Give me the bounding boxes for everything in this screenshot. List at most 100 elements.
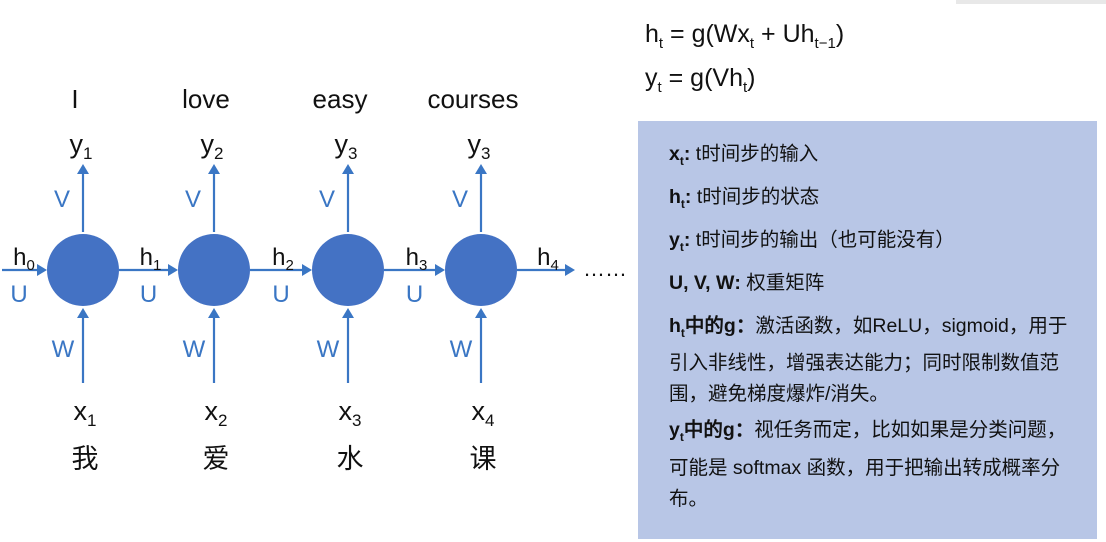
weight-w-label: W — [317, 336, 340, 363]
weight-u-label: U — [406, 281, 423, 308]
weight-u-label: U — [272, 281, 289, 308]
formula-h-mid: + Uh — [754, 20, 815, 48]
hidden-arrow-head — [435, 264, 445, 276]
hidden-state-label: h3 — [406, 244, 428, 274]
weight-w-label: W — [52, 336, 75, 363]
output-label-sub: 2 — [214, 144, 223, 163]
legend-separator: ： — [734, 419, 755, 442]
output-arrow-head — [475, 164, 487, 174]
legend-term: yt中的g： — [669, 419, 755, 444]
hidden-arrow-head — [37, 264, 47, 276]
output-arrow — [342, 164, 354, 232]
output-label: y2 — [201, 129, 224, 163]
rnn-unrolled-diagram: h0Uh1Uh2Uh3Uh4……WVIy1x1我WVlovey2x2爱WVeas… — [2, 84, 627, 474]
legend-description: t时间步的输出（也可能没有） — [695, 228, 955, 251]
input-arrow — [208, 308, 220, 383]
hidden-state-formula: ht = g(Wxt + Uht−1) — [645, 20, 844, 52]
weight-v-label: V — [54, 186, 70, 213]
input-label: x4 — [472, 396, 495, 430]
hidden-arrow — [250, 264, 312, 276]
legend-item: yt: t时间步的输出（也可能没有） — [669, 225, 1083, 263]
legend-term-base: h — [669, 185, 681, 208]
rnn-cell-node — [178, 234, 250, 306]
weight-v-label: V — [452, 186, 468, 213]
input-label-sub: 1 — [87, 411, 96, 430]
hidden-state-label-base: h — [13, 244, 26, 271]
hidden-arrow — [384, 264, 445, 276]
ellipsis-label: …… — [583, 256, 627, 281]
legend-term-sub: t — [680, 196, 685, 211]
input-label: x1 — [74, 396, 97, 430]
formula-h-eq: = g(Wx — [663, 20, 750, 48]
input-arrow — [77, 308, 89, 383]
output-label: y3 — [335, 129, 358, 163]
legend-term: yt: — [669, 228, 696, 254]
formula-y-lhs: y — [645, 64, 658, 92]
legend-separator: : — [683, 228, 696, 251]
output-label: y1 — [70, 129, 93, 163]
rnn-cell-node — [47, 234, 119, 306]
input-arrow — [475, 308, 487, 383]
legend-description: 视任务而定，比如如果是分类问题，可能是 softmax 函数，用于把输出转成概率… — [669, 419, 1067, 511]
input-label-base: x — [74, 396, 88, 426]
formula-y-end: ) — [747, 64, 756, 92]
legend-term-base: y — [669, 228, 680, 251]
hidden-arrow-head — [565, 264, 575, 276]
output-arrow — [208, 164, 220, 232]
legend-separator: : — [734, 271, 747, 294]
legend-item: xt: t时间步的输入 — [669, 139, 1083, 177]
formula-h-end: ) — [835, 20, 845, 48]
hidden-state-label-base: h — [406, 244, 419, 271]
input-label: x2 — [205, 396, 228, 430]
hidden-state-label-sub: 0 — [27, 257, 35, 274]
output-arrow-head — [208, 164, 220, 174]
legend-term-sub: t — [679, 239, 684, 254]
formula-h-prev-sub: t−1 — [814, 35, 836, 52]
legend-description: t时间步的状态 — [696, 185, 820, 208]
legend-term-sub: t — [679, 153, 684, 168]
hidden-state-label: h4 — [537, 244, 559, 274]
legend-term-suffix: 中的g — [683, 419, 735, 442]
output-label-sub: 3 — [481, 144, 490, 163]
output-label-sub: 3 — [348, 144, 357, 163]
output-arrow — [475, 164, 487, 232]
input-word-zh: 我 — [72, 444, 99, 474]
legend-term-suffix: 中的g — [684, 314, 736, 337]
output-word-en: love — [182, 84, 230, 114]
formula-y-h-sub: t — [742, 79, 748, 96]
legend-separator: : — [683, 143, 696, 165]
legend-term-sub: t — [680, 325, 685, 340]
weight-u-label: U — [140, 281, 157, 308]
weight-v-label: V — [319, 186, 335, 213]
formula-h-lhs: h — [645, 20, 659, 48]
hidden-state-label-sub: 2 — [286, 257, 294, 274]
input-arrow-head — [475, 308, 487, 318]
output-label-base: y — [468, 129, 482, 159]
legend-separator: ： — [735, 314, 756, 337]
output-arrow-head — [342, 164, 354, 174]
hidden-arrow — [517, 264, 575, 276]
formula-y-lhs-sub: t — [657, 79, 662, 96]
output-word-en: courses — [427, 84, 518, 114]
weight-w-label: W — [450, 336, 473, 363]
legend-term-base: U, V, W — [669, 271, 735, 294]
formula-y-eq: = g(Vh — [661, 64, 743, 92]
legend-description: 激活函数，如ReLU，sigmoid，用于引入非线性，增强表达能力；同时限制数值… — [669, 314, 1068, 406]
output-word-en: I — [71, 84, 78, 114]
output-label-base: y — [335, 129, 349, 159]
legend-description: t时间步的输入 — [695, 143, 819, 165]
input-word-zh: 水 — [337, 444, 364, 474]
legend-item: U, V, W: 权重矩阵 — [669, 268, 1083, 306]
legend-term: ht中的g： — [669, 314, 756, 340]
formula-h-x-sub: t — [749, 35, 755, 52]
weight-w-label: W — [183, 336, 206, 363]
hidden-state-label: h2 — [272, 244, 294, 274]
hidden-state-label-sub: 3 — [419, 257, 427, 274]
output-label-sub: 1 — [83, 144, 92, 163]
input-word-zh: 爱 — [203, 444, 230, 474]
legend-item: ht: t时间步的状态 — [669, 182, 1083, 220]
legend-term: xt: — [669, 143, 696, 168]
input-label-base: x — [205, 396, 219, 426]
input-label-base: x — [339, 396, 353, 426]
hidden-state-label-sub: 1 — [153, 257, 161, 274]
